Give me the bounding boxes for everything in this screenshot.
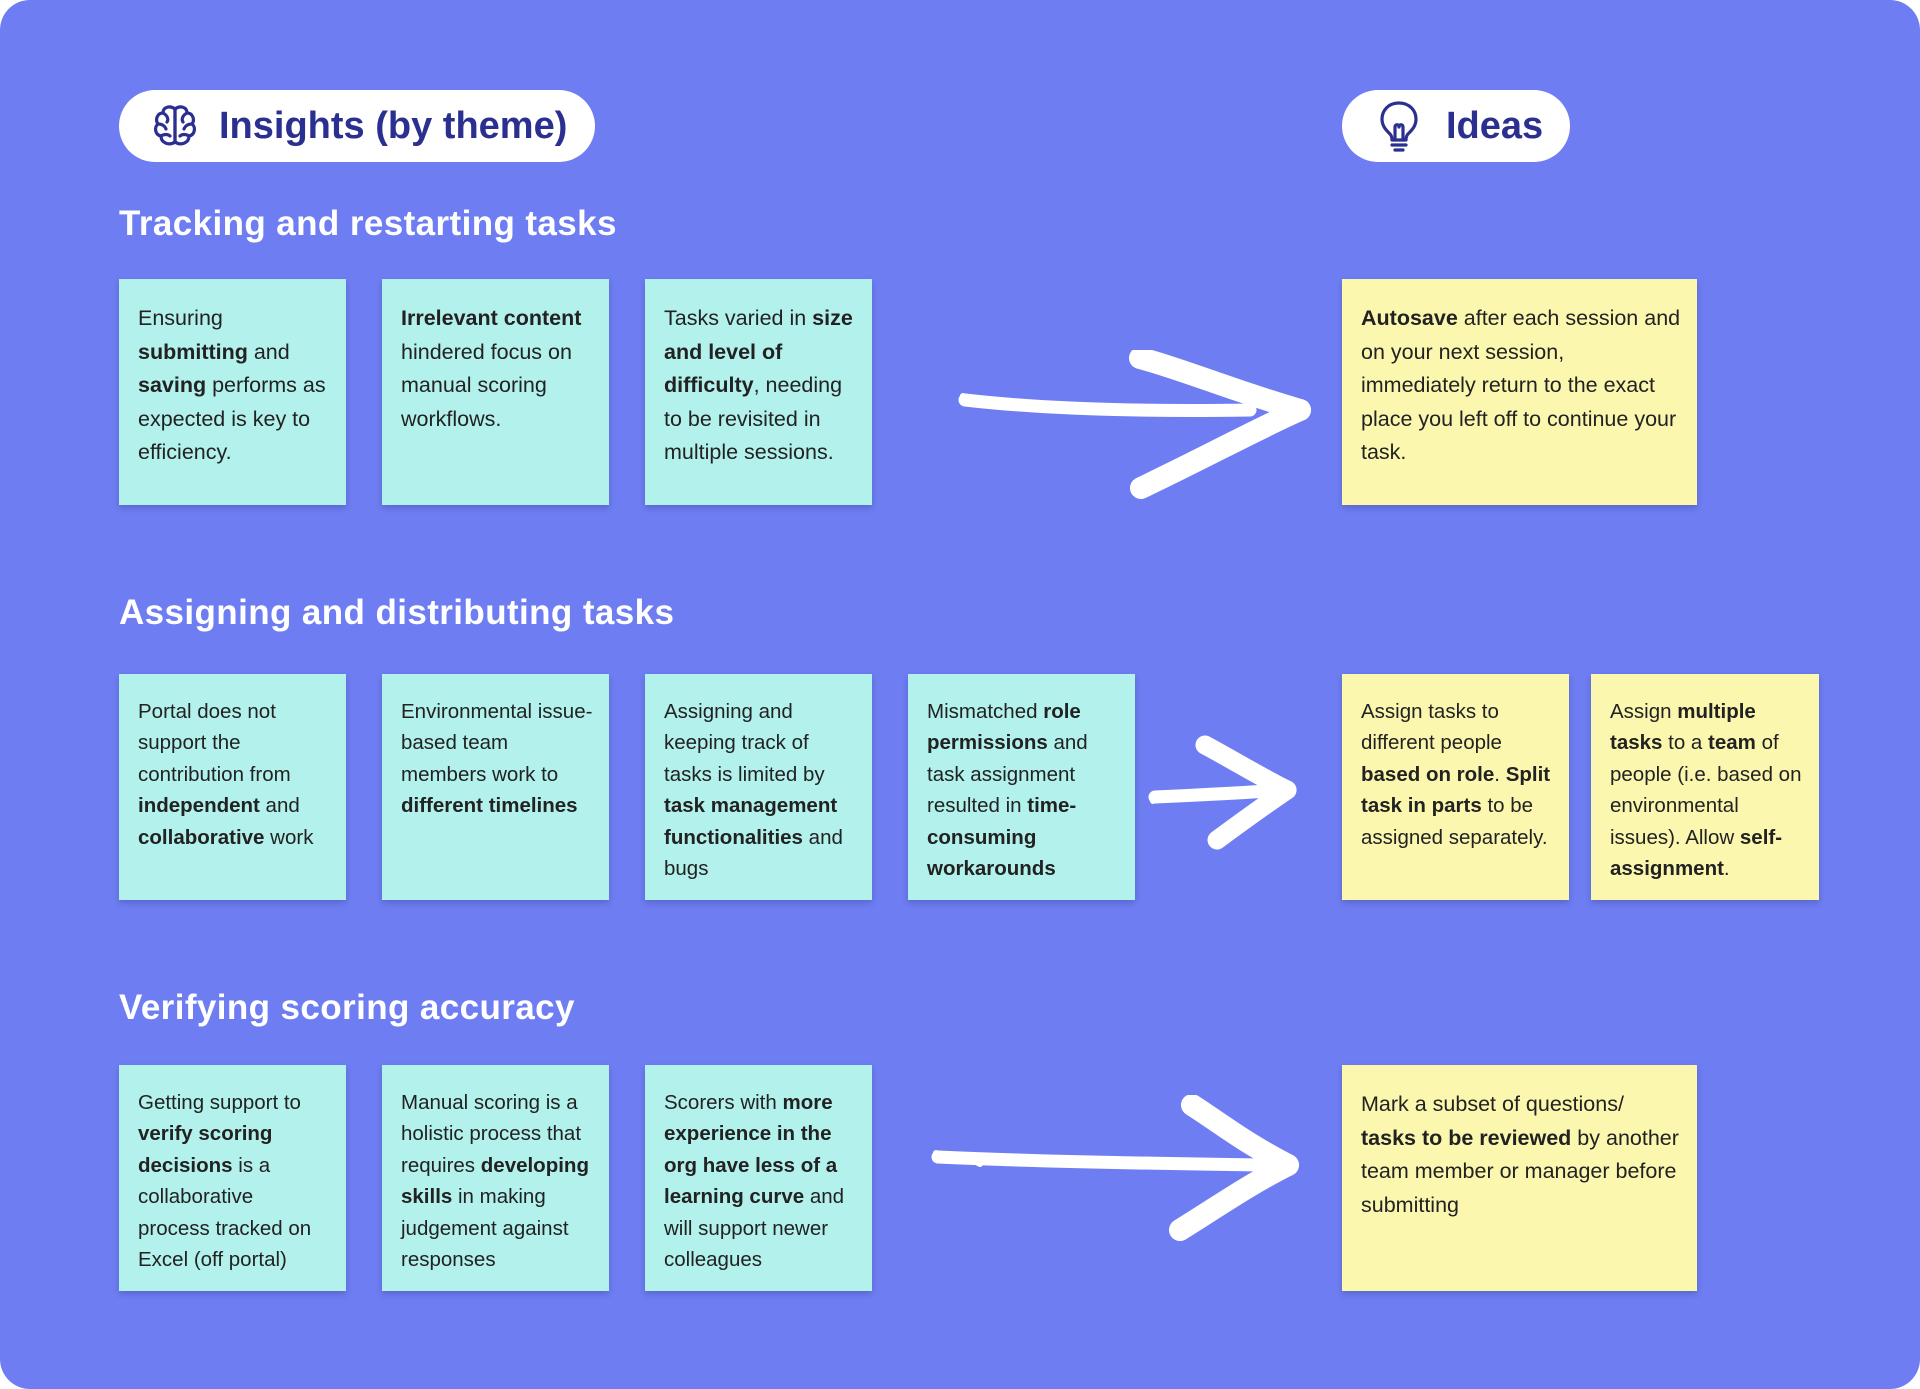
note-bold-text: role permissions — [927, 700, 1081, 755]
lightbulb-icon — [1380, 101, 1418, 152]
note-bold-text: Autosave — [1361, 306, 1458, 330]
note-text: , needing to be revisited in multiple se… — [664, 373, 843, 464]
note-bold-text: multiple tasks — [1610, 700, 1756, 755]
note-text: after each session and on your next sess… — [1361, 306, 1681, 464]
insight-note: Environmental issue-based team members w… — [382, 674, 609, 900]
note-bold-text: developing skills — [401, 1153, 589, 1209]
note-bold-text: size and level of difficulty — [664, 306, 853, 397]
section-title-verifying: Verifying scoring accuracy — [119, 988, 575, 1027]
note-text: . — [1494, 762, 1506, 786]
idea-note: Assign multiple tasks to a team of peopl… — [1591, 674, 1819, 900]
insight-note: Tasks varied in size and level of diffic… — [645, 279, 872, 505]
note-bold-text: submitting — [138, 339, 248, 364]
note-text: and — [247, 339, 290, 364]
note-text: to a — [1662, 731, 1709, 755]
note-bold-text: verify scoring decisions — [138, 1122, 273, 1177]
note-bold-text: independent — [138, 794, 260, 818]
note-text: Mismatched — [927, 700, 1044, 723]
note-bold-text: based on role — [1361, 762, 1495, 786]
note-text: Getting support to — [138, 1091, 301, 1114]
arrow-icon — [1148, 735, 1297, 850]
note-text: to be assigned separately. — [1361, 794, 1548, 849]
insight-note: Getting support to verify scoring decisi… — [119, 1065, 346, 1291]
note-text: Assign tasks to different people — [1361, 700, 1502, 755]
note-text: . — [1723, 857, 1730, 881]
ideas-header-label: Ideas — [1446, 104, 1544, 147]
idea-note: Assign tasks to different people based o… — [1342, 674, 1569, 900]
note-text: Assign — [1610, 700, 1678, 723]
note-bold-text: team — [1708, 731, 1756, 755]
section-title-tracking: Tracking and restarting tasks — [119, 204, 617, 243]
arrow-icon — [931, 1095, 1299, 1241]
brain-icon — [154, 105, 196, 146]
note-text: and — [259, 794, 300, 818]
note-text: performs as expected is key to efficienc… — [138, 373, 326, 464]
note-bold-text: tasks to be reviewed — [1361, 1125, 1572, 1150]
note-text: Environmental issue-based team members w… — [401, 700, 593, 786]
section-title-assigning: Assigning and distributing tasks — [119, 593, 675, 632]
insight-note: Scorers with more experience in the org … — [645, 1065, 872, 1291]
arrow-icon — [958, 350, 1311, 499]
note-bold-text: self-assignment — [1610, 825, 1783, 881]
insights-header-pill: Insights (by theme) — [119, 90, 595, 162]
idea-note: Autosave after each session and on your … — [1342, 279, 1697, 505]
note-text: and will support newer colleagues — [664, 1185, 845, 1272]
insight-note: Irrelevant content hindered focus on man… — [382, 279, 609, 505]
note-text: by another team member or manager before… — [1361, 1125, 1679, 1217]
insight-note: Mismatched role permissions and task ass… — [908, 674, 1135, 900]
note-text: hindered focus on manual scoring workflo… — [401, 339, 572, 431]
insight-note: Manual scoring is a holistic process tha… — [382, 1065, 609, 1291]
insight-note: Assigning and keeping track of tasks is … — [645, 674, 872, 900]
note-text: Mark a subset of questions/ — [1361, 1092, 1624, 1116]
ideas-header-pill: Ideas — [1342, 90, 1570, 162]
insight-note: Ensuring submitting and saving performs … — [119, 279, 346, 505]
note-text: Manual scoring is a holistic process tha… — [401, 1091, 582, 1177]
note-text: is a collaborative process tracked on Ex… — [138, 1153, 312, 1272]
insight-note: Portal does not support the contribution… — [119, 674, 346, 900]
insights-header-label: Insights (by theme) — [219, 104, 568, 147]
note-text: Portal does not support the contribution… — [138, 700, 291, 786]
note-text: Tasks varied in — [664, 306, 813, 330]
note-text: of people (i.e. based on environmental i… — [1610, 731, 1802, 849]
note-bold-text: time-consuming workarounds — [927, 794, 1077, 881]
note-bold-text: Split task in parts — [1361, 762, 1551, 818]
note-bold-text: saving — [138, 373, 207, 397]
note-bold-text: different timelines — [401, 794, 578, 818]
note-bold-text: more experience in the org have less of … — [664, 1091, 838, 1209]
note-bold-text: collaborative — [138, 825, 265, 849]
note-text: in making judgement against responses — [401, 1185, 569, 1272]
note-text: Scorers with — [664, 1091, 783, 1114]
note-bold-text: Irrelevant content — [401, 306, 582, 330]
note-text: work — [264, 825, 314, 849]
note-bold-text: task management functionalities — [664, 794, 838, 849]
note-text: Ensuring — [138, 306, 223, 330]
note-text: and task assignment resulted in — [927, 731, 1088, 818]
note-text: and bugs — [664, 825, 843, 881]
note-text: Assigning and keeping track of tasks is … — [664, 700, 825, 786]
idea-note: Mark a subset of questions/ tasks to be … — [1342, 1065, 1697, 1291]
